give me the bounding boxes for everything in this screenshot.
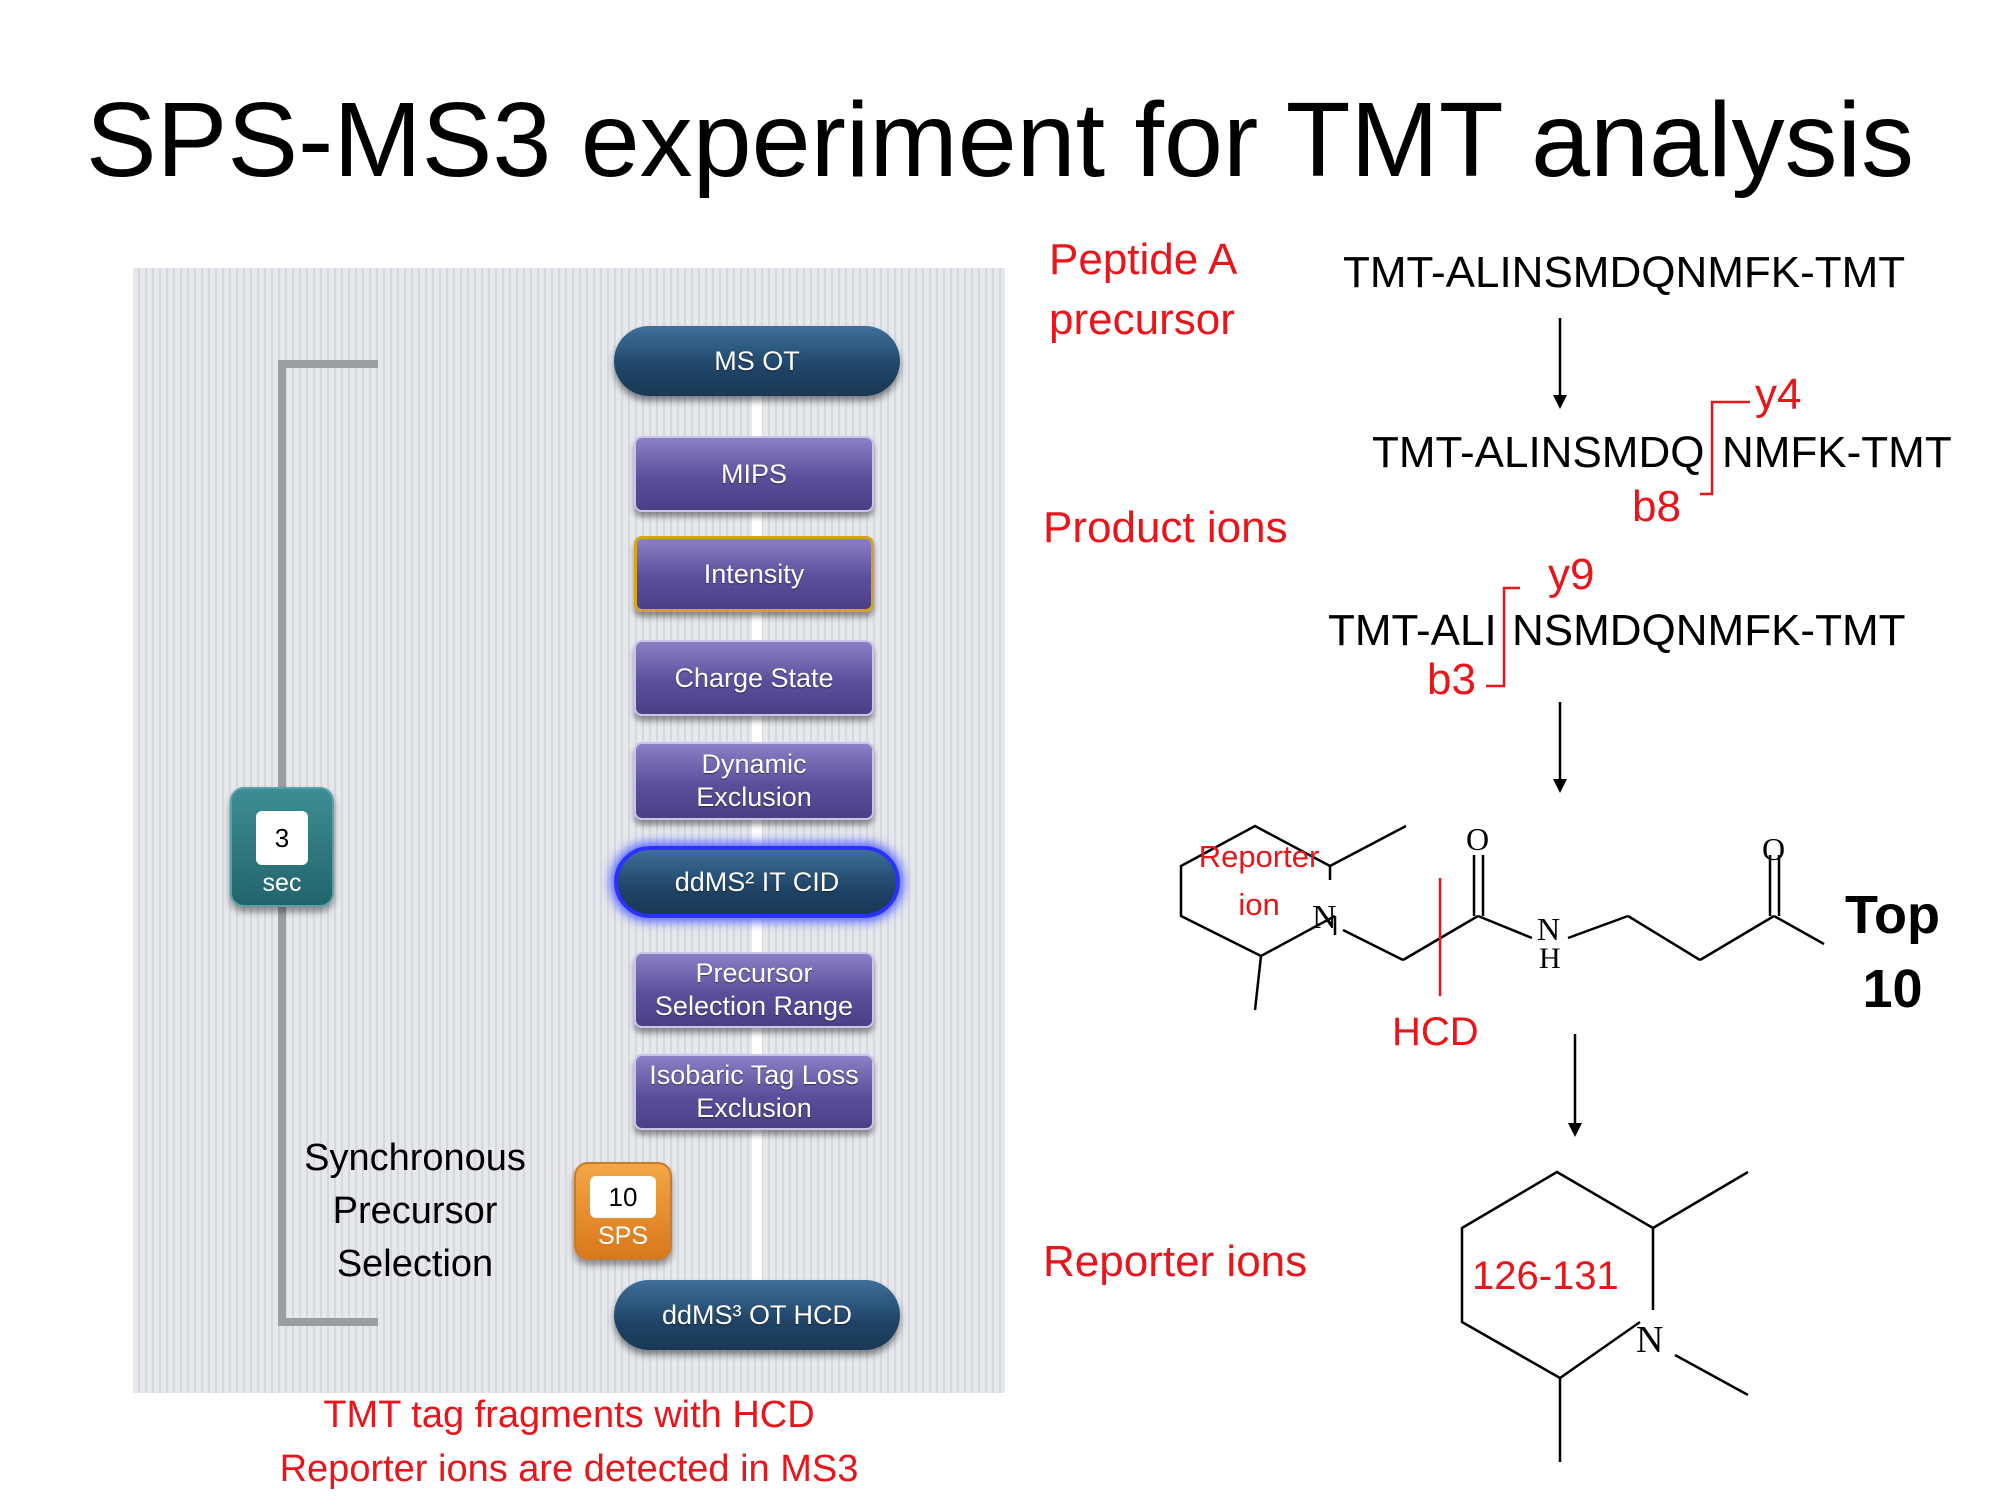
sps-description-line2: Precursor	[332, 1190, 498, 1232]
tmt-atom-o-2: O	[1762, 831, 1785, 867]
top10-label: Top 10	[1845, 878, 1940, 1026]
node-charge-state[interactable]: Charge State	[634, 640, 874, 716]
reporter-ions-label: Reporter ions	[1043, 1237, 1308, 1286]
cycle-time-unit: sec	[262, 869, 302, 897]
slide-title: SPS-MS3 experiment for TMT analysis	[85, 81, 1915, 199]
sps-unit: SPS	[597, 1222, 649, 1250]
node-intensity-label: Intensity	[703, 558, 805, 589]
tmt-structure	[1179, 824, 1825, 1011]
sps-description-line3: Selection	[336, 1243, 494, 1285]
reporter-mass-range: 126-131	[1472, 1254, 1619, 1298]
reporter-atom-n: N	[1636, 1319, 1663, 1361]
tmt-atom-nh-n: N	[1537, 911, 1560, 947]
fragment1-left: TMT-ALINSMDQ	[1372, 428, 1705, 477]
fragment1-b-ion: b8	[1632, 482, 1681, 531]
tmt-atom-o-1: O	[1466, 821, 1489, 857]
peptide-label-line1: Peptide A	[1049, 235, 1238, 284]
node-ddms2[interactable]: ddMS² IT CID	[614, 846, 900, 918]
sps-value: 10	[590, 1176, 656, 1218]
node-intensity[interactable]: Intensity	[634, 536, 874, 612]
tmt-atom-n: N	[1312, 899, 1337, 936]
fragment2-cleavage-mark	[1486, 586, 1520, 688]
top10-line2: 10	[1862, 959, 1923, 1019]
node-charge-state-label: Charge State	[674, 662, 834, 693]
cycle-time-value: 3	[256, 811, 308, 865]
structure-reporter-label: Reporter ion	[1184, 833, 1334, 929]
node-ddms3[interactable]: ddMS³ OT HCD	[614, 1280, 900, 1350]
node-ms-ot-label: MS OT	[714, 345, 800, 376]
bottom-caption: TMT tag fragments with HCD Reporter ions…	[133, 1388, 1005, 1496]
reporter-ion-structure	[1460, 1170, 1749, 1462]
node-mips-label: MIPS	[720, 458, 787, 489]
fragment2-b-ion: b3	[1427, 655, 1476, 704]
structure-reporter-line1: Reporter	[1198, 839, 1320, 874]
node-ddms3-label: ddMS³ OT HCD	[661, 1299, 853, 1330]
node-psr-line2: Selection Range	[654, 991, 854, 1021]
tmt-atom-nh-h: H	[1539, 942, 1561, 975]
node-ddms2-label: ddMS² IT CID	[674, 866, 840, 897]
sps-description-line1: Synchronous	[304, 1137, 526, 1179]
bottom-caption-line1: TMT tag fragments with HCD	[323, 1394, 815, 1436]
precursor-sequence: TMT-ALINSMDQNMFK-TMT	[1343, 248, 1906, 297]
node-dynamic-exclusion-line1: Dynamic	[701, 749, 807, 779]
method-workflow-panel: MS OT MIPS Intensity Charge State Dynami…	[133, 268, 1005, 1393]
product-ions-label: Product ions	[1043, 503, 1288, 552]
fragment2-left: TMT-ALI	[1328, 606, 1497, 655]
fragment2-y-ion: y9	[1548, 550, 1595, 599]
node-itl-line1: Isobaric Tag Loss	[649, 1060, 859, 1090]
bottom-caption-line2: Reporter ions are detected in MS3	[279, 1448, 859, 1490]
structure-reporter-line2: ion	[1238, 887, 1280, 922]
sps-description: Synchronous Precursor Selection	[280, 1132, 550, 1291]
sps-badge[interactable]: 10 SPS	[574, 1162, 672, 1260]
fragment1-cleavage-mark	[1700, 400, 1750, 496]
peptide-precursor-label: Peptide A precursor	[1049, 230, 1237, 350]
top10-line1: Top	[1845, 885, 1940, 945]
node-ms-ot[interactable]: MS OT	[614, 326, 900, 396]
node-mips[interactable]: MIPS	[634, 436, 874, 512]
node-dynamic-exclusion-line2: Exclusion	[696, 782, 812, 812]
fragment1-y-ion: y4	[1755, 370, 1802, 419]
node-psr-line1: Precursor	[695, 958, 813, 988]
fragment2-right: NSMDQNMFK-TMT	[1512, 606, 1906, 655]
cycle-time-badge[interactable]: 3 sec	[230, 787, 334, 907]
fragment1-right: NMFK-TMT	[1722, 428, 1952, 477]
peptide-label-line2: precursor	[1049, 295, 1235, 344]
node-itl-line2: Exclusion	[696, 1093, 812, 1123]
hcd-label: HCD	[1392, 1010, 1479, 1054]
